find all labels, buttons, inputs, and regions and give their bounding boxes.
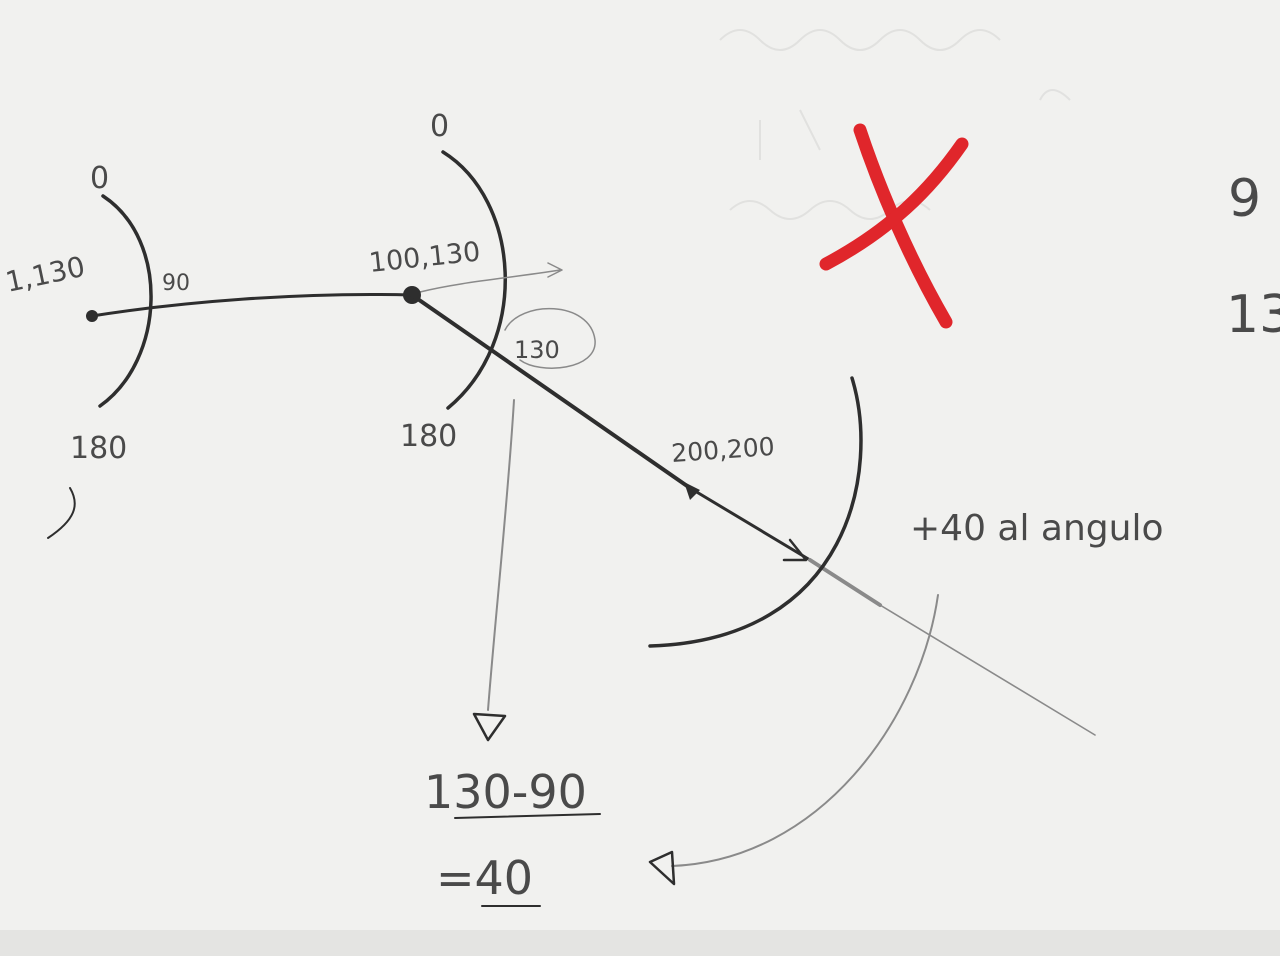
label-zero-mid: 0 — [430, 109, 449, 144]
label-angle-a: 90 — [162, 271, 190, 296]
calc-underline — [454, 813, 601, 819]
curved-arrow-shaft — [671, 594, 939, 867]
faint-angle-loop — [504, 308, 596, 369]
paper-shadow-bottom — [0, 930, 1280, 956]
edge-number-top: 9 — [1228, 169, 1261, 229]
label-angle-b: 130 — [514, 336, 560, 364]
calc-result: =40 — [436, 851, 533, 905]
faint-arrow-right — [419, 262, 563, 293]
edge-number-bottom: 13 — [1226, 285, 1280, 345]
segment-a-b — [90, 292, 414, 318]
arrow-down-shaft — [487, 399, 515, 711]
segment-b-c — [410, 293, 692, 490]
stray-mark-left — [47, 487, 76, 539]
point-c-marker — [684, 482, 700, 500]
label-bottom-mid: 180 — [400, 419, 457, 454]
label-zero-left: 0 — [90, 161, 109, 196]
intersection-arrowhead — [782, 538, 808, 562]
label-bottom-left: 180 — [70, 431, 127, 466]
segment-extension-light — [879, 604, 1096, 736]
left-arc — [98, 194, 153, 408]
label-point-c: 200,200 — [670, 432, 775, 468]
segment-c-arc — [688, 486, 812, 562]
middle-arc — [441, 150, 508, 410]
calc-expression: 130-90 — [424, 765, 587, 819]
arrow-down-head — [472, 712, 507, 742]
right-arc — [648, 376, 863, 648]
label-plus-angle: +40 al angulo — [910, 508, 1164, 549]
curved-arrow-head — [648, 850, 676, 886]
red-x-mark-icon — [819, 123, 969, 329]
